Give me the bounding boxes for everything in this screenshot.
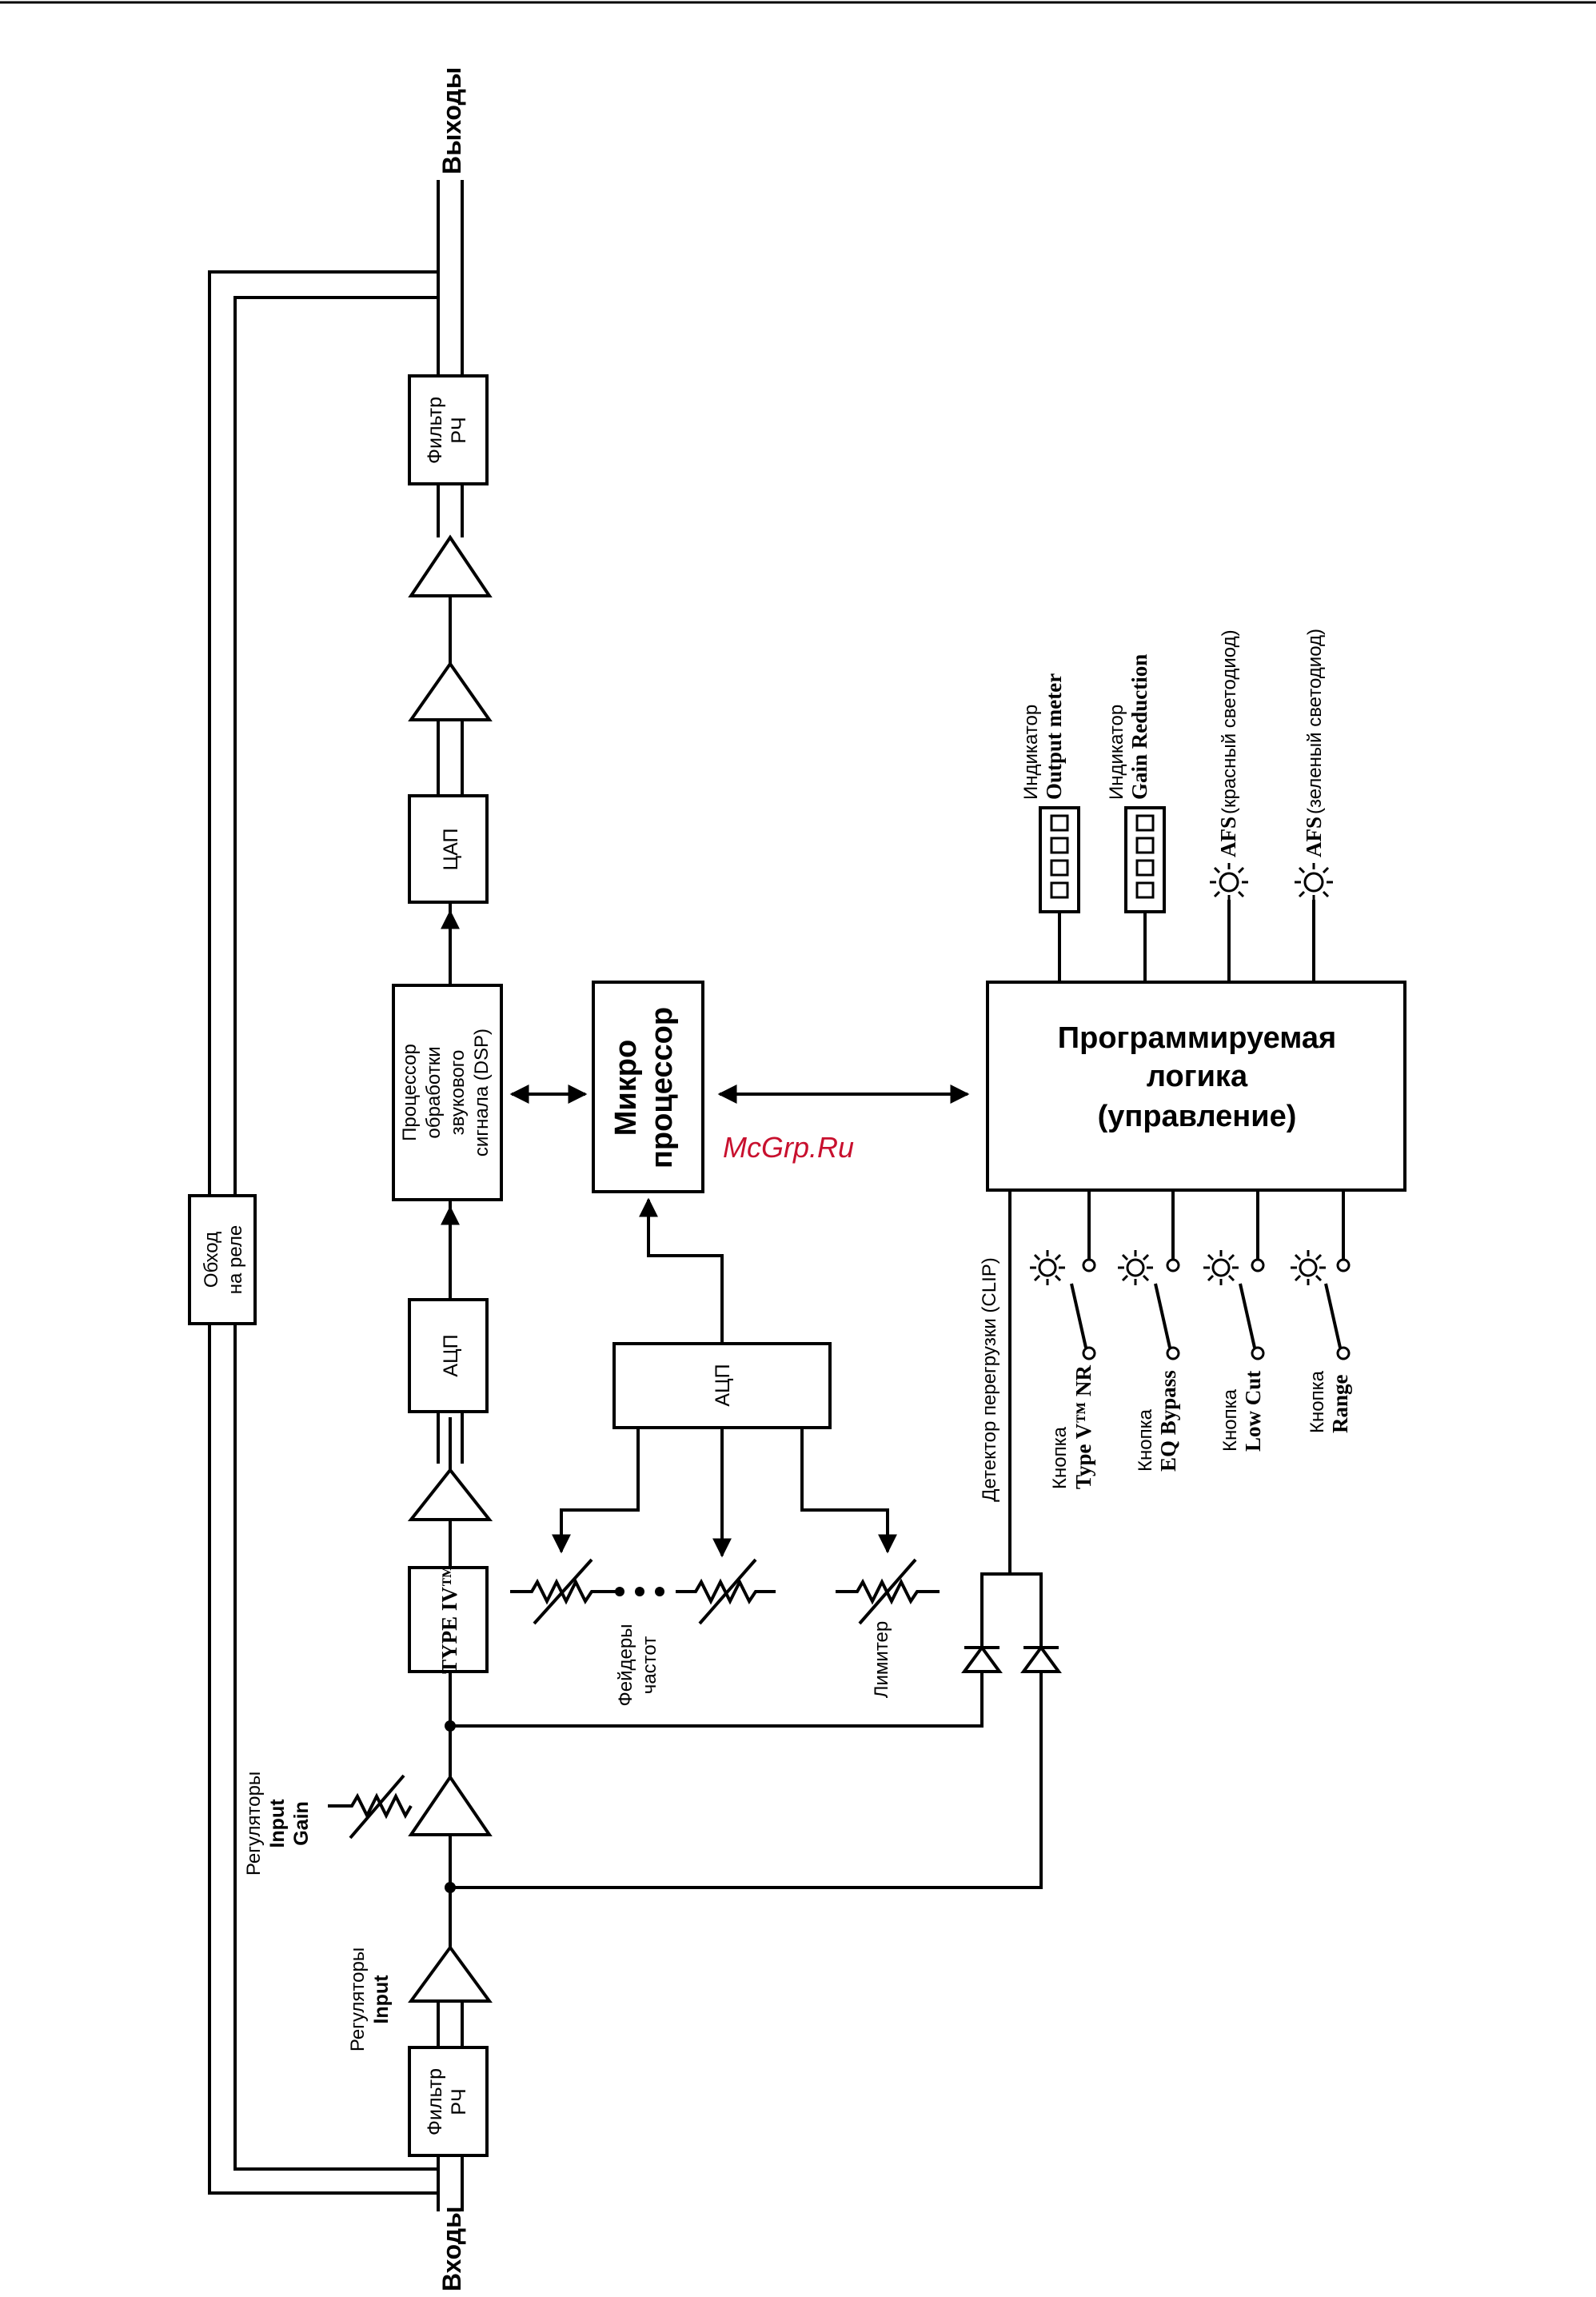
indicator-1-line1: Индикатор — [1020, 705, 1042, 800]
inputs-label: Входы — [437, 2207, 466, 2291]
output-meter-icon — [1039, 806, 1080, 913]
indicator-3-line1: AFS — [1216, 817, 1240, 857]
rf-filter-output-block — [408, 374, 489, 485]
bypass-loop — [208, 270, 438, 2195]
input-gain-line3: Gain — [290, 1801, 313, 1846]
button-1-line1: Кнопка — [1049, 1426, 1071, 1489]
amp-output-2-icon — [408, 661, 493, 721]
indicator-stubs — [1058, 900, 1315, 982]
watermark: McGrp.Ru — [723, 1131, 854, 1164]
adc-aux-label: АЦП — [712, 1364, 734, 1406]
dac-block — [408, 794, 489, 904]
button-4-line1: Кнопка — [1307, 1370, 1328, 1433]
type-iv-block — [408, 1566, 489, 1673]
clip-line-2 — [450, 1678, 1043, 1889]
amp-adc-icon — [407, 1467, 493, 1521]
logic-line3: (управление) — [1098, 1100, 1297, 1133]
button-3-line1: Кнопка — [1219, 1388, 1241, 1452]
rf-filter-out-line1: Фильтр — [424, 397, 446, 464]
button-2-line2: EQ Bypass — [1156, 1370, 1180, 1472]
relay-bypass-block — [188, 1194, 257, 1325]
input-gain-line2: Input — [266, 1799, 289, 1848]
afs-green-led-icon — [1295, 863, 1333, 901]
amp-input-icon — [408, 1944, 493, 2003]
limiter-label: Лимитер — [871, 1621, 892, 1698]
clip-joiner — [980, 1572, 1043, 1648]
dac-label: ЦАП — [440, 829, 462, 871]
amp-input-gain-icon — [408, 1774, 493, 1836]
button-4-line2: Range — [1328, 1374, 1352, 1433]
indicator-3-line2: (красный светодиод) — [1219, 629, 1240, 814]
clip-line-1 — [450, 1678, 984, 1728]
micro-line2: процессор — [645, 1007, 679, 1168]
clip-detector-label: Детектор перегрузки (CLIP) — [979, 1257, 1000, 1502]
outputs-label: Выходы — [437, 67, 466, 174]
dsp-line2: обработки — [423, 1046, 445, 1138]
dsp-line3: звукового — [447, 1050, 469, 1136]
micro-line1: Микро — [609, 1040, 643, 1136]
adc-main-label: АЦП — [440, 1334, 462, 1376]
type-iv-label: TYPE IV™ — [437, 1565, 461, 1674]
logic-line1: Программируемая — [1058, 1021, 1336, 1055]
logic-line2: логика — [1147, 1060, 1248, 1093]
rf-filter-in-line1: Фильтр — [424, 2068, 446, 2135]
amp-output-1-icon — [408, 534, 493, 597]
bypass-line1: Обход — [201, 1232, 222, 1288]
input-gain-line1: Регуляторы — [243, 1772, 265, 1876]
indicator-4-line2: (зеленый светодиод) — [1304, 629, 1326, 814]
faders-line1: Фейдеры — [615, 1624, 636, 1707]
faders-line2: частот — [639, 1636, 660, 1694]
rf-filter-input-block — [408, 2046, 489, 2157]
adc-main-block — [408, 1298, 489, 1413]
arrow-adc-to-micro — [639, 1197, 724, 1344]
indicator-2-line2: Gain Reduction — [1127, 654, 1151, 800]
button-2-line1: Кнопка — [1135, 1408, 1156, 1472]
button-3-line2: Low Cut — [1241, 1371, 1265, 1452]
button-led-icons — [1030, 1250, 1326, 1285]
input-gain-resistor-icon — [328, 1774, 413, 1840]
dsp-line1: Процессор — [399, 1044, 421, 1141]
input-line1: Регуляторы — [347, 1947, 369, 2051]
limiter-resistor-icon — [836, 1558, 940, 1625]
indicator-2-line1: Индикатор — [1106, 705, 1127, 800]
gain-reduction-meter-icon — [1124, 806, 1166, 913]
rf-filter-in-line2: РЧ — [448, 2088, 470, 2115]
adc-to-controls — [552, 1428, 897, 1558]
microprocessor-block — [592, 981, 704, 1193]
dsp-line4: сигнала (DSP) — [471, 1029, 493, 1156]
button-switches — [1070, 1190, 1351, 1360]
indicator-4-line1: AFS — [1302, 817, 1326, 857]
amplifier-icons — [407, 534, 493, 2003]
indicator-1-line2: Output meter — [1042, 673, 1066, 800]
programmable-logic-block — [986, 981, 1406, 1192]
diode-icons — [961, 1644, 1062, 1678]
button-1-line2: Type V™ NR — [1071, 1364, 1095, 1489]
adc-aux-block — [612, 1342, 832, 1429]
bypass-line2: на реле — [225, 1225, 246, 1295]
rf-filter-out-line2: РЧ — [448, 417, 470, 443]
fader-resistors-icon — [510, 1558, 776, 1625]
dsp-block — [392, 984, 503, 1201]
input-line2: Input — [370, 1975, 393, 2024]
afs-red-led-icon — [1210, 863, 1248, 901]
